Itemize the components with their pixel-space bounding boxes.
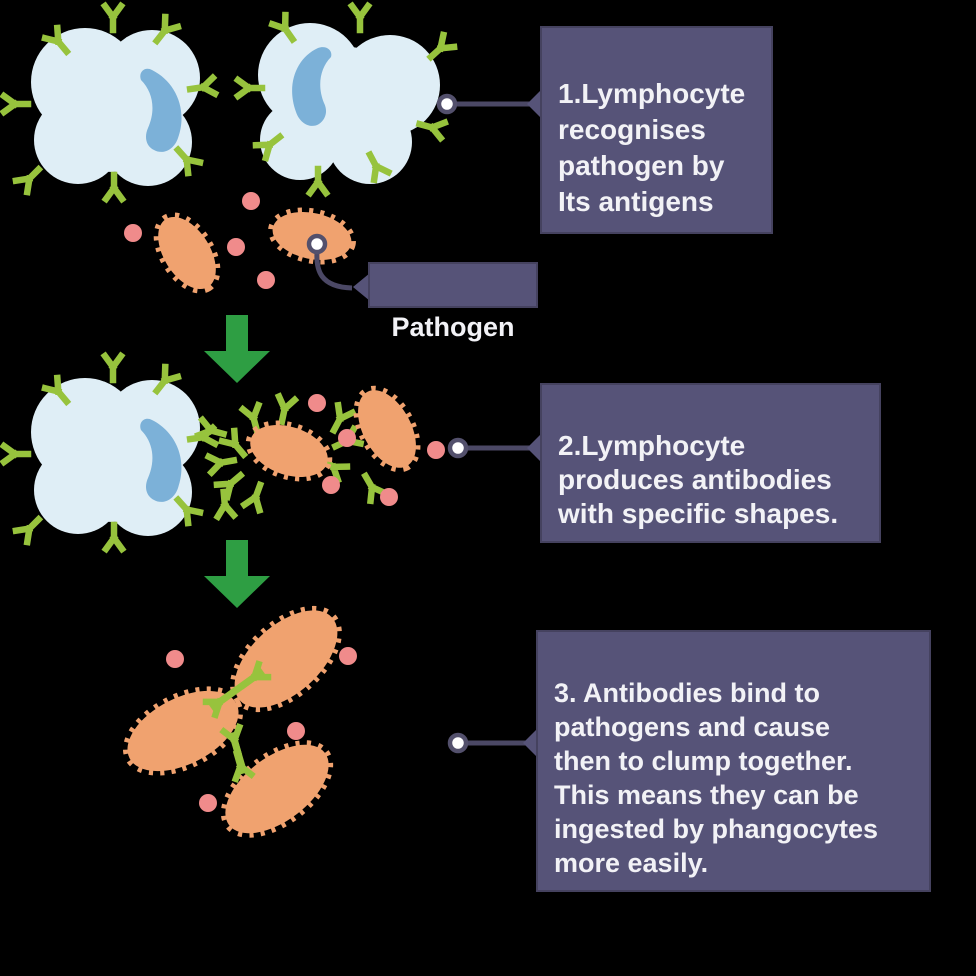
step-1-text: 1.Lymphocyte recognises pathogen by Its …	[558, 78, 746, 217]
step-3-text: 3. Antibodies bind to pathogens and caus…	[554, 678, 879, 878]
step1-callout-connector	[436, 89, 542, 119]
step-2-text: 2.Lymphocyte produces antibodies with sp…	[558, 430, 839, 529]
step3-callout-connector	[447, 728, 538, 758]
down-arrow-icon	[204, 315, 270, 383]
lymphocyte-cell-2	[238, 6, 454, 193]
cell-nucleus	[140, 418, 182, 502]
pathogen-icon	[353, 385, 421, 473]
pathogen-callout-connector	[306, 233, 370, 301]
connector-anchor-dot	[306, 233, 328, 255]
pathogen-callout: Pathogen	[368, 262, 538, 342]
connector-anchor-dot	[447, 437, 469, 459]
pathogen-icon	[153, 212, 221, 294]
step-3-callout: 3. Antibodies bind to pathogens and caus…	[536, 630, 931, 892]
step-2-callout: 2.Lymphocyte produces antibodies with sp…	[540, 383, 881, 543]
pathogen-icon	[230, 605, 342, 713]
step-1-callout: 1.Lymphocyte recognises pathogen by Its …	[540, 26, 773, 234]
connector-anchor-dot	[436, 93, 458, 115]
pathogen-label: Pathogen	[391, 312, 515, 342]
antigen-dot	[308, 394, 445, 506]
pathogen-icon	[122, 686, 244, 776]
pathogen-icon	[245, 420, 333, 482]
step2-callout-connector	[447, 433, 542, 463]
antibody-link-icon	[206, 664, 268, 779]
down-arrow-icon	[204, 540, 270, 608]
lymphocyte-cell-3	[4, 356, 215, 549]
connector-anchor-dot	[447, 732, 469, 754]
lymphocyte-cell-1	[4, 6, 215, 199]
cell-nucleus	[292, 47, 332, 126]
antigen-dot	[166, 647, 357, 812]
cell-nucleus	[140, 68, 182, 152]
antigen-dot	[124, 192, 275, 289]
pathogen-icon	[220, 740, 334, 838]
